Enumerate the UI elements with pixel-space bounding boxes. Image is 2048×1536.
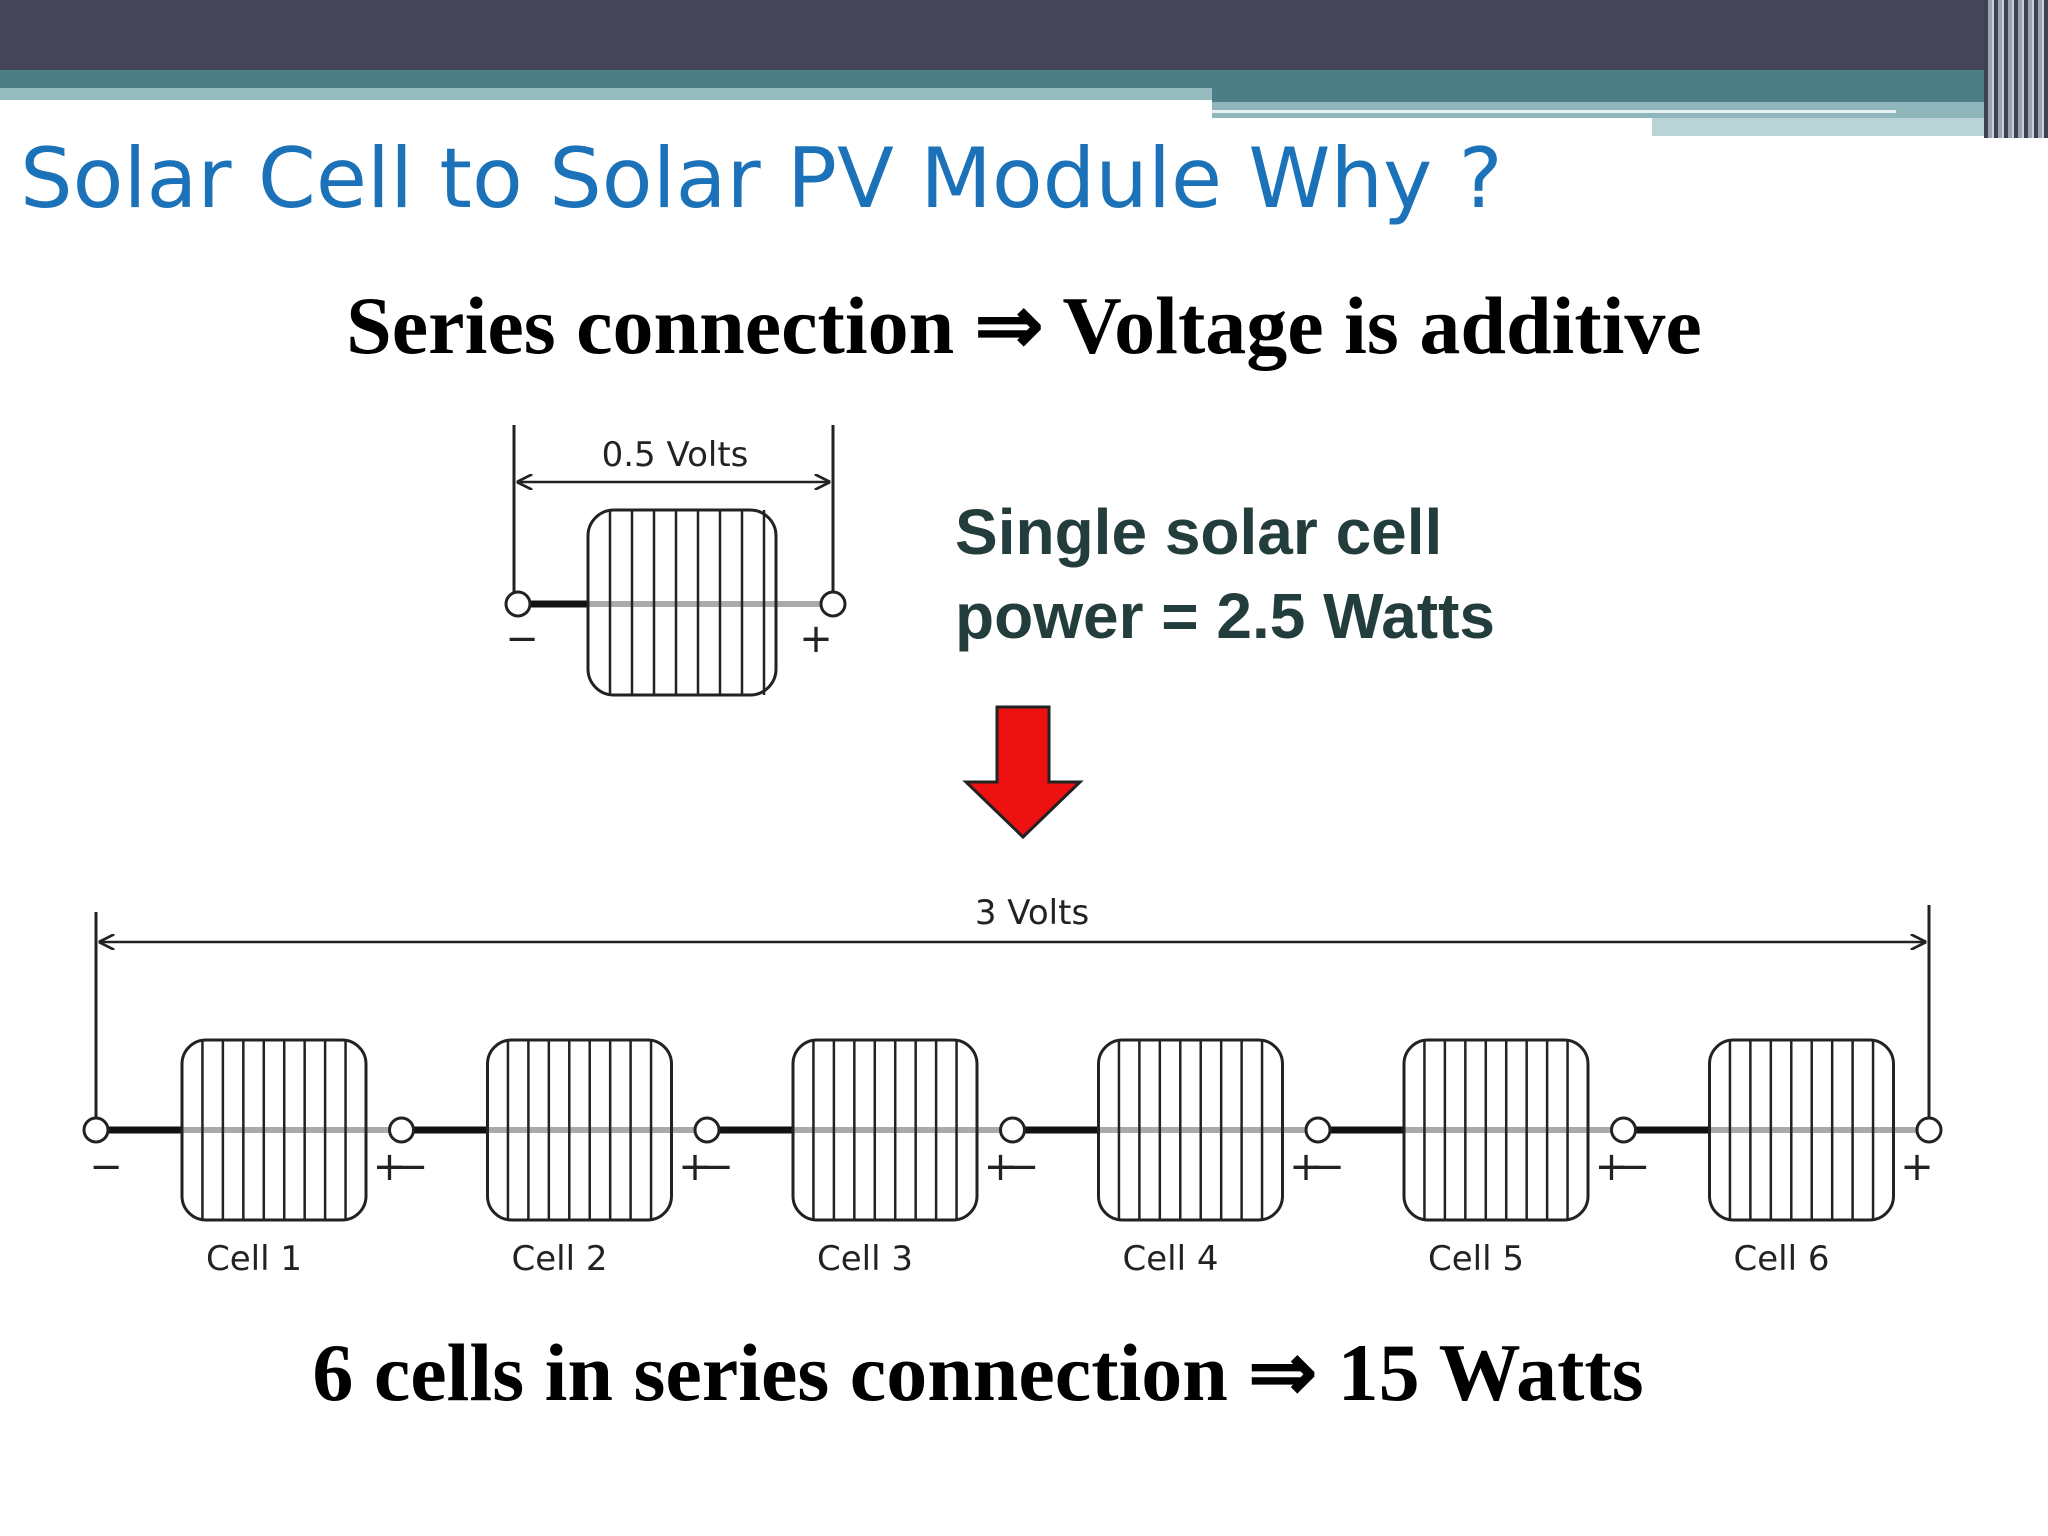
series-cell-2: Cell 2 (401, 1038, 707, 1279)
single-cell-caption-line1: Single solar cell (955, 496, 1443, 568)
single-cell-terminal-positive (819, 590, 847, 618)
header-bar (0, 0, 2048, 70)
series-cell-body (1097, 1038, 1284, 1222)
series-cell-label: Cell 4 (1123, 1239, 1219, 1279)
slide-title: Solar Cell to Solar PV Module Why ? (20, 130, 1503, 227)
series-cell-body (791, 1038, 979, 1222)
single-cell-grid-lines (608, 510, 766, 695)
single-cell-body (586, 508, 778, 697)
series-cell-6: Cell 6 (1623, 1038, 1929, 1279)
header-accent-band-right-light (1212, 102, 2048, 118)
single-cell-group: 0.5 Volts − + (504, 425, 847, 697)
series-cell-label: Cell 3 (817, 1239, 913, 1279)
series-minus-label: − (89, 1144, 123, 1190)
series-cell-5: Cell 5 (1318, 1038, 1624, 1279)
series-plus-label: + (984, 1144, 1018, 1190)
series-cell-label: Cell 6 (1734, 1239, 1830, 1279)
series-cell-3: Cell 3 (707, 1038, 1013, 1279)
down-arrow-icon (962, 705, 1084, 840)
series-terminal (82, 1116, 110, 1144)
series-terminal (999, 1116, 1026, 1144)
series-cell-body (486, 1038, 673, 1222)
header-accent-band-light (0, 88, 1212, 100)
series-cell-1: Cell 1 (96, 1038, 402, 1279)
series-cell-body (180, 1038, 368, 1222)
series-terminal (388, 1116, 415, 1144)
series-voltage-label: 3 Volts (975, 893, 1089, 933)
single-cell-caption: Single solar cell power = 2.5 Watts (955, 490, 1495, 658)
series-minus-label: − (1006, 1144, 1040, 1190)
series-minus-label: − (1311, 1144, 1345, 1190)
series-minus-label: − (1617, 1144, 1651, 1190)
series-plus-label: + (678, 1144, 712, 1190)
series-plus-label: + (373, 1144, 407, 1190)
series-minus-label: − (395, 1144, 429, 1190)
series-terminal (1610, 1116, 1637, 1144)
series-terminal (1915, 1116, 1943, 1144)
series-cell-4: Cell 4 (1012, 1038, 1318, 1279)
header-accent-band-right-pale (1212, 118, 2048, 136)
series-plus-label: + (1289, 1144, 1323, 1190)
series-connection-heading: Series connection ⇒ Voltage is additive (346, 280, 1702, 371)
single-cell-voltage-label: 0.5 Volts (602, 435, 749, 475)
series-terminal (1304, 1116, 1332, 1144)
series-plus-label: + (1900, 1144, 1934, 1190)
single-cell-terminal-negative (504, 590, 532, 618)
series-cell-body (1402, 1038, 1590, 1222)
series-terminal (693, 1116, 721, 1144)
header-accent-band (0, 70, 2048, 88)
single-cell-minus-label: − (505, 616, 539, 662)
header-accent-band-right (1212, 88, 2048, 102)
series-cell-label: Cell 1 (206, 1239, 302, 1279)
series-string-group: 3 Volts Cell 1 Cell 2 Cell 3 Cell 4 Cell 5 Ce… (82, 893, 1943, 1279)
series-result-heading: 6 cells in series connection ⇒ 15 Watts (312, 1327, 1644, 1418)
header-stripes (1984, 0, 2048, 138)
series-cell-label: Cell 2 (512, 1239, 608, 1279)
single-cell-plus-label: + (799, 616, 833, 662)
series-cell-label: Cell 5 (1428, 1239, 1524, 1279)
series-cell-body (1708, 1038, 1895, 1222)
series-minus-label: − (700, 1144, 734, 1190)
single-cell-caption-line2: power = 2.5 Watts (955, 580, 1495, 652)
series-plus-label: + (1595, 1144, 1629, 1190)
